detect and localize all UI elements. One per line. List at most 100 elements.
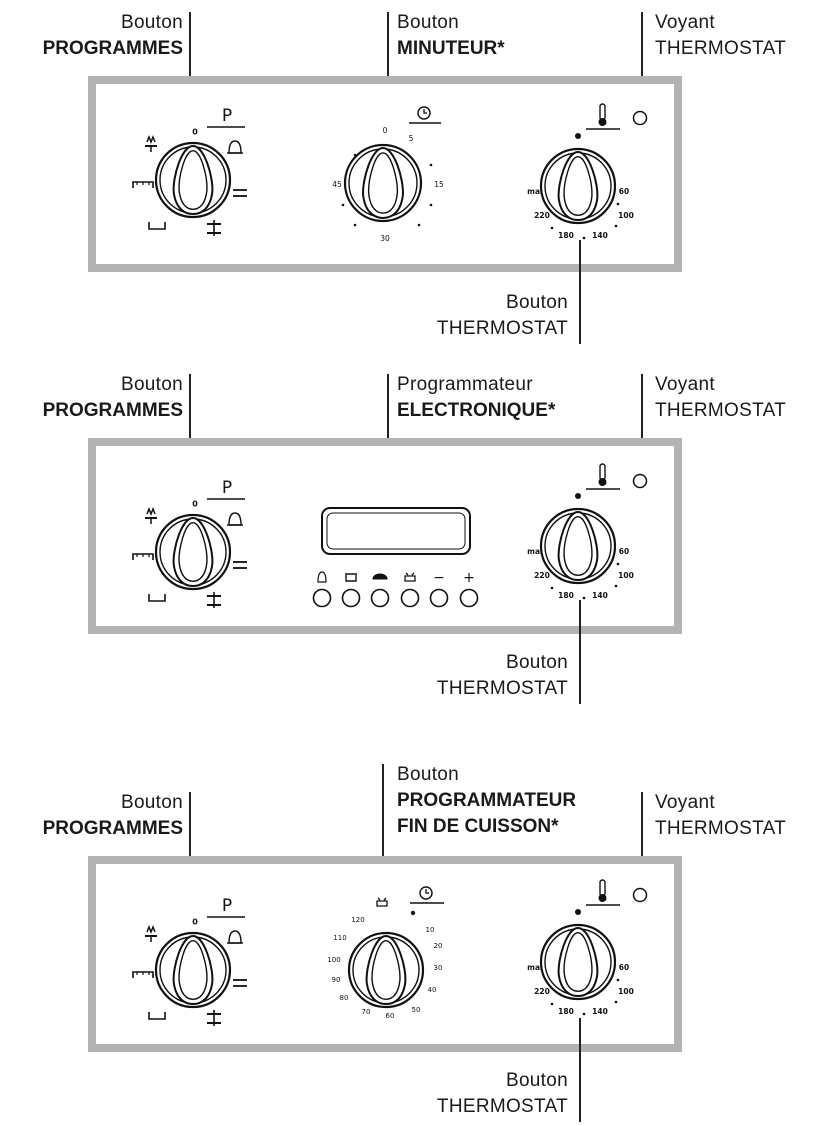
clock-icon-face	[417, 106, 431, 120]
programmer-button-3[interactable]	[400, 588, 420, 608]
thermometer-icon	[586, 879, 620, 906]
leader-line-programmes-1	[189, 12, 191, 108]
thermometer-icon-bulb	[598, 118, 607, 126]
pot-end-icon-shape	[404, 572, 416, 582]
leader-line-programmes-3	[189, 792, 191, 888]
bottom-heat-icon	[148, 594, 166, 602]
thermostat-2-scale-dot-1	[614, 584, 618, 588]
minuteur-scale-dot-3	[417, 223, 421, 227]
thermostat-1-scale-dot-2	[582, 236, 586, 240]
leader-line-electronique	[387, 374, 389, 470]
programmes-knob-2-grip-inner	[178, 522, 208, 582]
fin-cuisson-knob[interactable]	[347, 931, 425, 1009]
label-bouton-thermostat-1: Bouton THERMOSTAT	[436, 292, 568, 339]
bottom-heat-icon	[148, 222, 166, 230]
label-bouton-programmes-2: Bouton PROGRAMMES	[42, 374, 183, 421]
programmer-symbol-minus: −	[433, 570, 445, 586]
programmer-button-5[interactable]	[459, 588, 479, 608]
thermostat-knob-3[interactable]	[539, 923, 617, 1001]
top-heat-icon	[132, 553, 154, 560]
leader-line-fin-cuisson	[382, 764, 384, 876]
programmes-symbol-p-3: P	[222, 896, 232, 916]
fan-bottom-icon	[207, 592, 221, 608]
minuteur-tick-label-1: 5	[409, 134, 414, 143]
bell-icon	[317, 571, 327, 583]
leader-line-voyant-2	[641, 374, 643, 470]
minuteur-tick-label-0: 0	[383, 126, 388, 135]
top-heat-icon-ticks	[136, 554, 150, 557]
thermostat-3-tick-label-3: 140	[592, 1007, 608, 1016]
clock-icon-hands	[423, 109, 427, 114]
leader-line-programmes-2	[189, 374, 191, 470]
top-heat-icon	[132, 181, 154, 188]
thermostat-3-scale-dot-2	[582, 1012, 586, 1016]
minuteur-knob-grip-inner	[368, 152, 398, 214]
clock-icon-hands	[425, 889, 429, 894]
fin-cuisson-tick-label-4: 40	[428, 986, 437, 994]
fin-cuisson-tick-label-11: 110	[333, 934, 346, 942]
grill-fan-icon	[145, 506, 157, 524]
thermostat-2-tick-label-0: max	[527, 547, 545, 556]
thermostat-2-scale-dot-2	[582, 596, 586, 600]
minuteur-scale-dot-2	[353, 223, 357, 227]
thermometer-icon	[586, 463, 620, 490]
thermostat-2-tick-label-5: 220	[534, 571, 550, 580]
label-programmateur-electronique: Programmateur ELECTRONIQUE*	[397, 374, 556, 421]
programmer-button-0[interactable]	[312, 588, 332, 608]
programmes-knob-2[interactable]	[154, 513, 232, 591]
programmes-zero-mark-3: 0	[192, 918, 198, 927]
thermostat-3-tick-label-2: 100	[618, 987, 634, 996]
leader-line-thermostat-3	[579, 1018, 581, 1122]
equals-icon	[233, 561, 247, 569]
bell-icon-body	[228, 512, 242, 526]
pot-end-icon	[404, 572, 416, 582]
thermometer-icon-tube	[599, 463, 606, 481]
bell-icon	[227, 930, 243, 944]
fin-cuisson-tick-label-0: 120	[351, 916, 364, 924]
thermostat-1-tick-label-1: 60	[619, 187, 629, 196]
thermostat-knob-1[interactable]	[539, 147, 617, 225]
clock-icon	[409, 106, 441, 124]
grill-fan-icon-zigzag	[146, 134, 156, 152]
grill-fan-icon-zigzag	[146, 506, 156, 524]
clock-icon	[410, 886, 444, 904]
programmer-button-1[interactable]	[341, 588, 361, 608]
minuteur-tick-label-2: 15	[434, 180, 444, 189]
thermostat-2-tick-label-1: 60	[619, 547, 629, 556]
thermostat-1-scale-dot-3	[550, 226, 554, 230]
thermostat-2-tick-label-2: 100	[618, 571, 634, 580]
programmes-knob-3[interactable]	[154, 931, 232, 1009]
fan-bottom-icon	[207, 220, 221, 236]
thermostat-3-scale-dot-1	[614, 1000, 618, 1004]
programmer-button-4[interactable]	[429, 588, 449, 608]
thermostat-3-scale-dot-3	[550, 1002, 554, 1006]
fin-cuisson-tick-label-9: 90	[332, 976, 341, 984]
programmes-knob-1[interactable]	[154, 141, 232, 219]
fin-cuisson-tick-label-8: 80	[340, 994, 349, 1002]
fin-cuisson-tick-label-1: 10	[426, 926, 435, 934]
minuteur-knob[interactable]	[343, 143, 423, 223]
leader-line-minuteur	[387, 12, 389, 108]
thermostat-3-off-dot	[575, 909, 581, 915]
bell-icon-body	[228, 930, 242, 944]
label-bouton-minuteur: Bouton MINUTEUR*	[397, 12, 505, 59]
thermostat-knob-2[interactable]	[539, 507, 617, 585]
dish-icon-shape	[372, 573, 388, 580]
bell-icon	[227, 140, 243, 154]
leader-line-thermostat-2	[579, 600, 581, 704]
fin-cuisson-tick-label-10: 100	[327, 956, 340, 964]
thermometer-icon-tube	[599, 879, 606, 897]
label-bouton-thermostat-2: Bouton THERMOSTAT	[436, 652, 568, 699]
thermostat-2-scale-dot-3	[550, 586, 554, 590]
label-voyant-thermostat-2: Voyant THERMOSTAT	[655, 374, 787, 421]
thermostat-knob-1-grip-inner	[563, 156, 593, 216]
programmer-button-2[interactable]	[370, 588, 390, 608]
thermostat-3-tick-label-1: 60	[619, 963, 629, 972]
thermostat-knob-3-grip-inner	[563, 932, 593, 992]
equals-icon	[233, 979, 247, 987]
leader-line-voyant-3	[641, 792, 643, 888]
top-heat-icon-ticks	[136, 182, 150, 185]
thermostat-3-scale-dot-0	[616, 978, 620, 982]
